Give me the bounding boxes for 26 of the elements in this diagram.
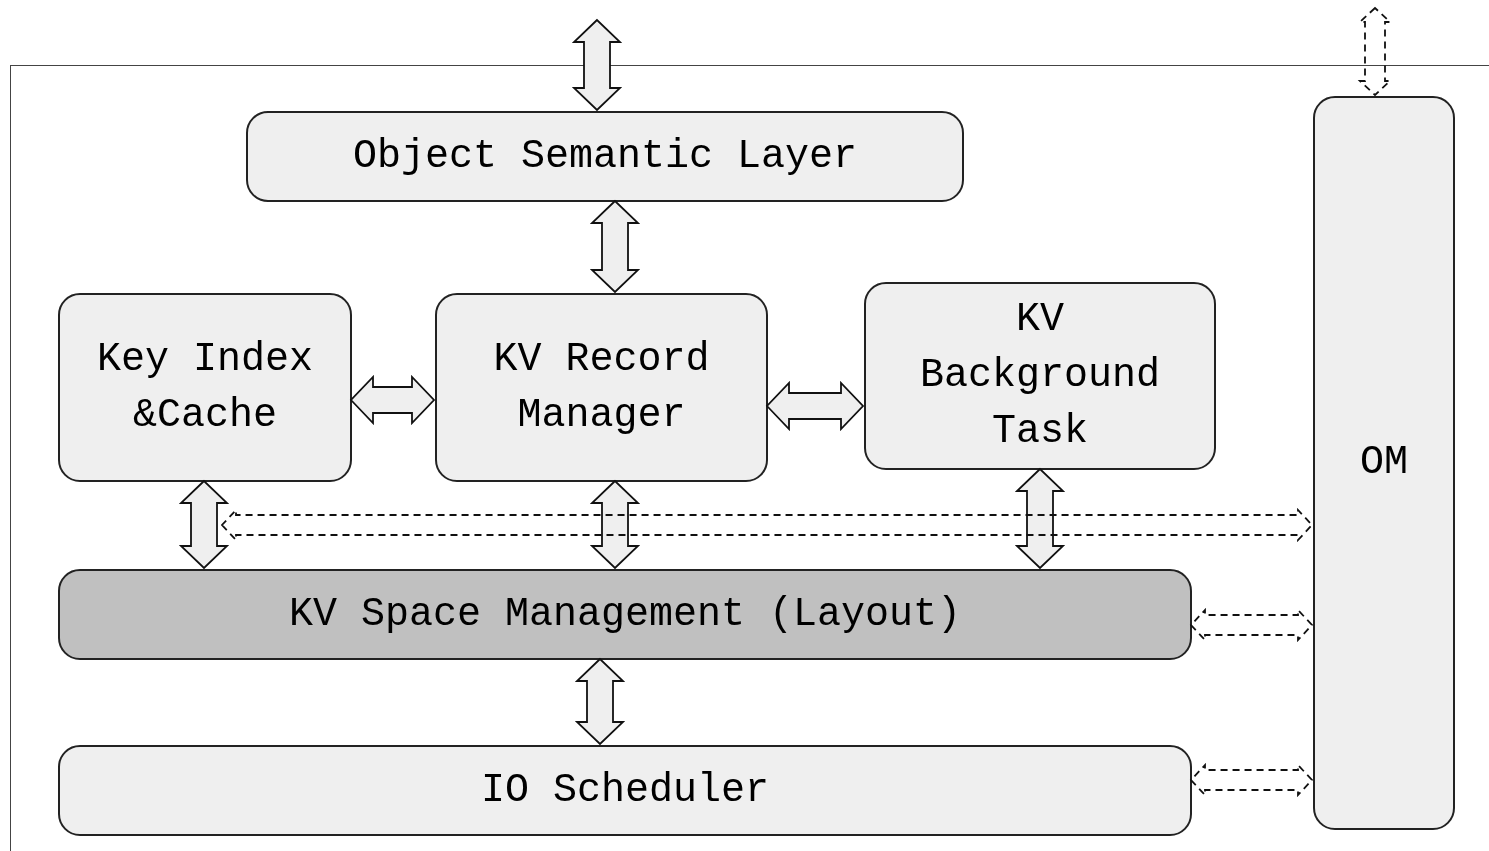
double-arrow [178, 479, 230, 570]
module-box [435, 293, 768, 482]
node-label: IO Scheduler [480, 766, 769, 815]
node-label: KV Background Task [918, 296, 1161, 456]
node-label: Key Index &Cache [95, 335, 314, 440]
double-arrow [574, 657, 626, 746]
double-arrow [589, 479, 641, 570]
dashed-double-arrow [220, 507, 1314, 543]
layer-box [246, 111, 964, 202]
layer-box [58, 745, 1192, 836]
dashed-double-arrow [1189, 607, 1314, 643]
system-boundary [10, 65, 1489, 851]
node-label: Object Semantic Layer [352, 132, 858, 181]
double-arrow [349, 374, 436, 426]
double-arrow [571, 18, 623, 112]
layer-box [58, 569, 1192, 660]
dashed-double-arrow [1189, 762, 1314, 798]
double-arrow [589, 199, 641, 294]
double-arrow [765, 380, 865, 432]
node-label: OM [1360, 439, 1408, 487]
node-label: KV Space Management (Layout) [288, 590, 962, 639]
module-box [864, 282, 1216, 470]
side-panel-box [1313, 96, 1455, 830]
double-arrow [1014, 467, 1066, 570]
module-box [58, 293, 352, 482]
node-label: KV Record Manager [492, 335, 711, 440]
